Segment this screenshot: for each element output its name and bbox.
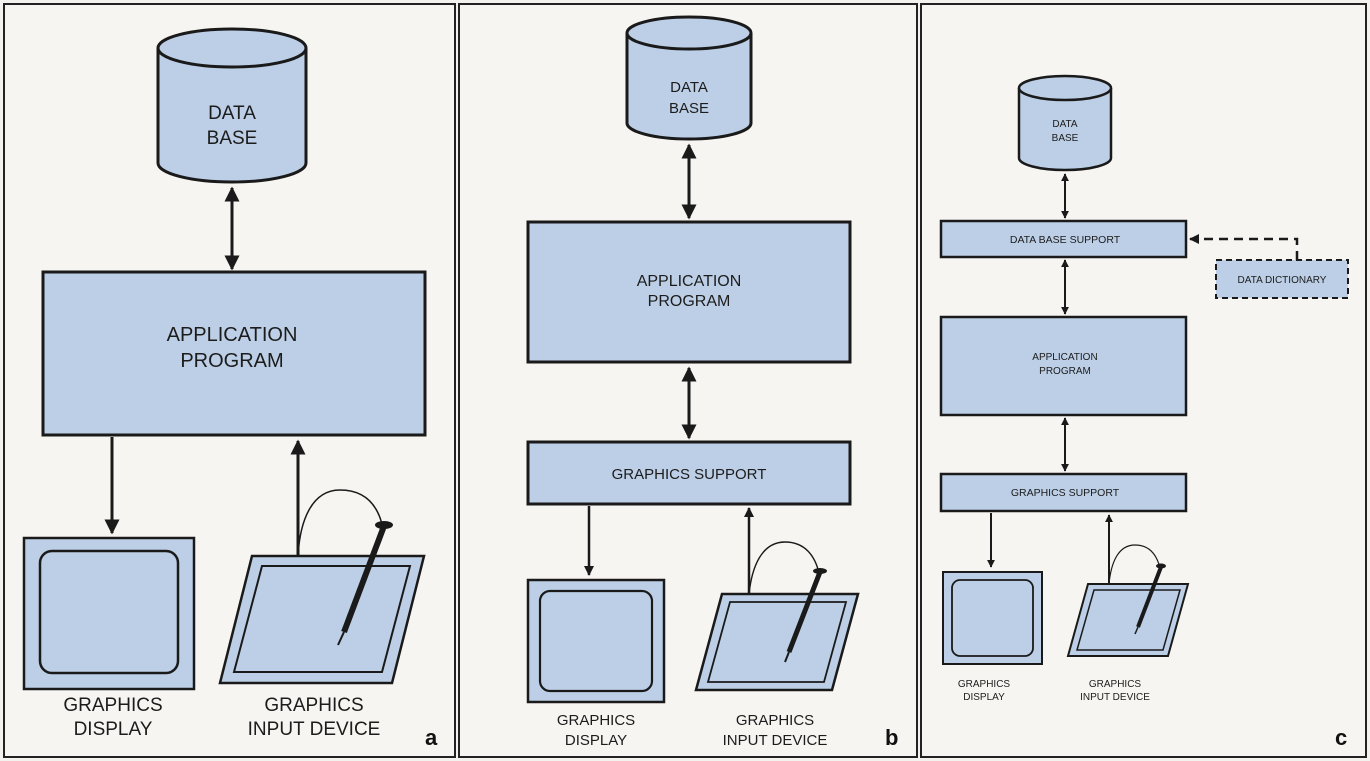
- panel-a-application-box: [41, 270, 427, 437]
- panel-a-input-label-1: GRAPHICS: [264, 695, 363, 716]
- panel-b-database-label-2: BASE: [669, 100, 709, 117]
- panel-c-letter: c: [1335, 725, 1347, 750]
- panel-a: DATA BASE APPLICATION PROGRAM GRAPHICS D…: [22, 27, 438, 750]
- panel-c-database-label-2: BASE: [1052, 133, 1079, 144]
- panel-c-display-label-2: DISPLAY: [963, 692, 1005, 703]
- panel-b-display-label-1: GRAPHICS: [557, 712, 635, 729]
- panel-a-display-icon: [22, 536, 196, 691]
- panel-a-letter: a: [425, 725, 438, 750]
- panel-b-database-cylinder: DATA BASE: [625, 15, 753, 141]
- panel-b-graphics-support-box: [526, 440, 852, 506]
- panel-a-database-cylinder: DATA BASE: [156, 27, 308, 184]
- panel-c-database-support-label: DATA BASE SUPPORT: [1010, 234, 1121, 246]
- panel-b-input-label-1: GRAPHICS: [736, 712, 814, 729]
- panel-c-application-label-1: APPLICATION: [1032, 352, 1097, 363]
- panel-b-application-label-2: PROGRAM: [648, 293, 731, 310]
- panel-b-graphics-support-label: GRAPHICS SUPPORT: [612, 466, 767, 483]
- panel-b-display-label-2: DISPLAY: [565, 732, 627, 749]
- panel-c-dictionary-arrow: [1189, 234, 1299, 260]
- panel-c-application-label-2: PROGRAM: [1039, 366, 1091, 377]
- panel-a-display-label-2: DISPLAY: [74, 719, 153, 740]
- panel-c-display-icon: [942, 571, 1043, 665]
- panel-c: DATA BASE DATA BASE SUPPORT DATA DICTION…: [939, 74, 1349, 750]
- panel-c-application-box: [939, 315, 1188, 417]
- panel-c-display-label-1: GRAPHICS: [958, 679, 1011, 690]
- panel-c-input-label-1: GRAPHICS: [1089, 679, 1142, 690]
- panel-b-display-icon: [526, 578, 666, 704]
- panel-c-data-dictionary-label: DATA DICTIONARY: [1238, 275, 1327, 286]
- panel-c-database-support-box: [939, 219, 1188, 259]
- panel-b-database-label-1: DATA: [670, 79, 708, 96]
- panel-c-input-label-2: INPUT DEVICE: [1080, 692, 1150, 703]
- panel-b-input-label-2: INPUT DEVICE: [723, 732, 828, 749]
- panel-c-input-tablet-icon: [1066, 544, 1190, 657]
- panel-a-input-label-2: INPUT DEVICE: [248, 719, 381, 740]
- panel-c-data-dictionary-box: [1215, 259, 1349, 299]
- panel-b-application-label-1: APPLICATION: [637, 273, 742, 290]
- panel-a-database-label-1: DATA: [208, 103, 256, 124]
- panel-c-database-label-1: DATA: [1052, 119, 1078, 130]
- panel-a-database-label-2: BASE: [207, 128, 258, 149]
- panel-c-graphics-support-box: [939, 472, 1188, 513]
- panel-b-application-box: [526, 220, 852, 364]
- panel-b-letter: b: [885, 725, 898, 750]
- panel-c-database-cylinder: DATA BASE: [1017, 74, 1113, 172]
- panel-c-graphics-support-label: GRAPHICS SUPPORT: [1011, 487, 1120, 499]
- panel-a-application-label-1: APPLICATION: [167, 324, 298, 346]
- panel-a-display-label-1: GRAPHICS: [63, 695, 162, 716]
- panel-a-input-tablet-icon: [218, 489, 426, 685]
- panel-b: DATA BASE APPLICATION PROGRAM GRAPHICS S…: [526, 15, 898, 750]
- panel-b-input-tablet-icon: [694, 541, 860, 692]
- panel-a-application-label-2: PROGRAM: [180, 350, 283, 372]
